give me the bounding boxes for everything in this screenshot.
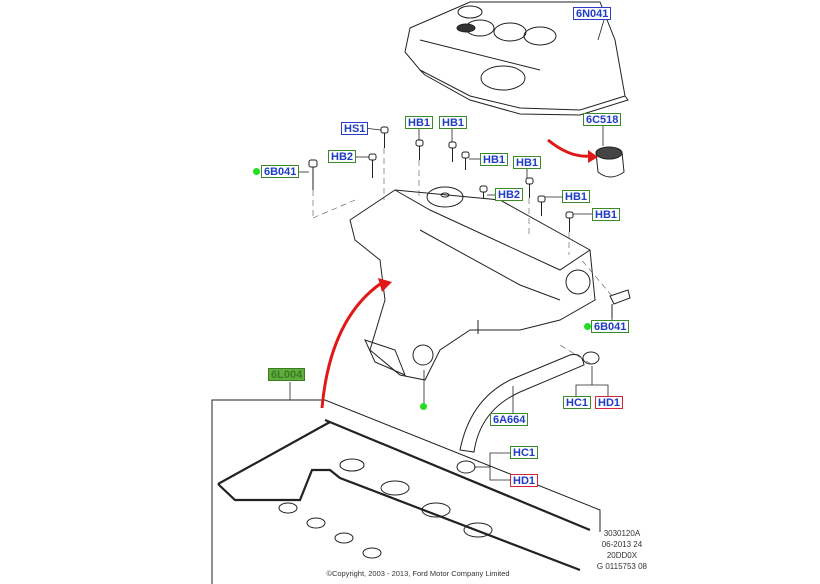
reference-line: G 0115753 08 [596, 562, 647, 571]
sensor-6b041-b[interactable] [609, 289, 631, 318]
callout-6b041[interactable]: 6B041 [261, 165, 300, 178]
intake-manifold-part[interactable] [349, 186, 596, 381]
hose-6a664-part[interactable] [459, 354, 585, 453]
reference-line: 06-2013 24 [601, 540, 643, 549]
callout-hb1[interactable]: HB1 [439, 116, 468, 129]
reference-line: 3030120A [603, 529, 641, 538]
green-marker [584, 323, 591, 330]
green-marker [420, 403, 427, 410]
callout-hb1[interactable]: HB1 [480, 153, 509, 166]
bolt-hb1-e[interactable] [537, 195, 546, 216]
arrow-head-manifold [378, 278, 392, 292]
bolt-hb1-d[interactable] [525, 177, 534, 198]
hose-clamp-lower[interactable] [456, 460, 476, 474]
copyright-notice: ©Copyright, 2003 - 2013, Ford Motor Comp… [326, 569, 510, 578]
callout-hd1[interactable]: HD1 [510, 474, 539, 487]
bolt-hb1-a[interactable] [415, 139, 424, 160]
arrow-head-cap [588, 150, 598, 163]
engine-cover-part[interactable] [404, 1, 629, 116]
bolt-hs1[interactable] [380, 126, 389, 148]
callout-6a664[interactable]: 6A664 [490, 413, 529, 426]
callout-hb1[interactable]: HB1 [513, 156, 542, 169]
callout-6l004[interactable]: 6L004 [268, 368, 306, 381]
callout-hb2[interactable]: HB2 [495, 188, 524, 201]
callout-hb1[interactable]: HB1 [562, 190, 591, 203]
callout-6c518[interactable]: 6C518 [583, 113, 622, 126]
bolt-hb1-c[interactable] [461, 151, 470, 170]
callout-6b041[interactable]: 6B041 [591, 320, 630, 333]
green-marker [253, 168, 260, 175]
callout-hc1[interactable]: HC1 [510, 446, 539, 459]
reference-line: 20DD0X [606, 551, 638, 560]
callout-hb1[interactable]: HB1 [592, 208, 621, 221]
reference-block: 3030120A 06-2013 24 20DD0X G 0115753 08 [597, 528, 647, 572]
bolt-hb2-a[interactable] [368, 153, 377, 178]
arrow-cap-to-cover [547, 138, 591, 158]
callout-hc1[interactable]: HC1 [563, 396, 592, 409]
stud-6b041-a[interactable] [308, 159, 318, 190]
callout-hb1[interactable]: HB1 [405, 116, 434, 129]
callout-6n041[interactable]: 6N041 [573, 7, 612, 20]
arrow-gasket-to-manifold [320, 282, 381, 409]
callout-hd1[interactable]: HD1 [595, 396, 624, 409]
assembly-arrows [320, 138, 591, 409]
gasket-kit-part[interactable] [211, 399, 601, 584]
callout-hb2[interactable]: HB2 [328, 150, 357, 163]
bolt-hb1-f[interactable] [565, 211, 574, 232]
callout-hs1[interactable]: HS1 [341, 122, 369, 135]
bolt-hb1-b[interactable] [448, 141, 457, 162]
filler-cap-part[interactable] [595, 146, 625, 178]
hose-clamp-upper[interactable] [582, 351, 600, 365]
